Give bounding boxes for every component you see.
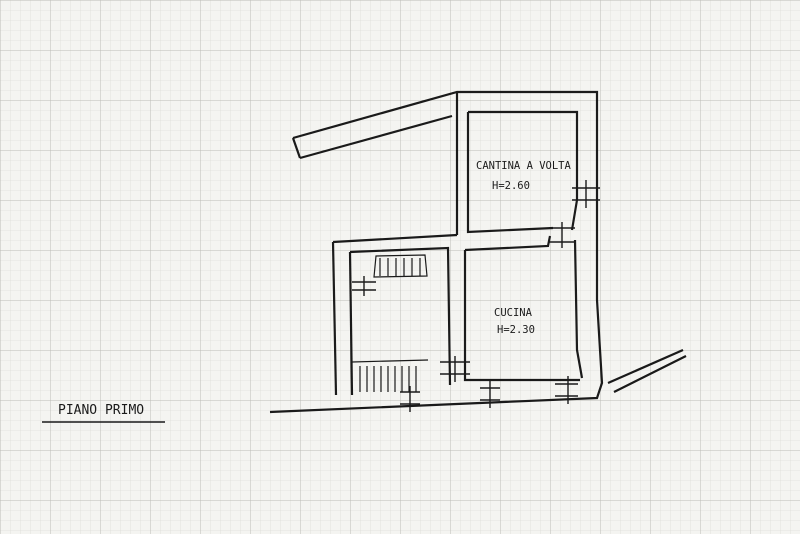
- openings: [352, 180, 600, 412]
- stair-west-wall-inner: [348, 251, 354, 396]
- door-cantina-cucina: [549, 222, 575, 248]
- opening-south-2: [480, 380, 500, 408]
- angled-wall-inner: [299, 114, 453, 160]
- stair-edge: [351, 359, 429, 363]
- room-name-cantina: CANTINA A VOLTA: [476, 160, 572, 172]
- stair-north-wall: [332, 233, 458, 244]
- upper-stair-block: [373, 254, 428, 278]
- cantina-east-jamb: [570, 199, 579, 231]
- exterior-line-2: [613, 355, 687, 393]
- cantina-wall-inner: [466, 112, 554, 234]
- cucina-wall-inner: [463, 250, 580, 382]
- door-cucina-west: [440, 356, 470, 382]
- floor-label: PIANO PRIMO: [58, 403, 144, 418]
- room-height-cantina: H=2.60: [492, 180, 530, 192]
- cantina-wall-outer: [468, 110, 579, 200]
- stair-treads-lower: [359, 366, 417, 392]
- stair-west-wall-outer: [331, 241, 338, 396]
- building-walls: [269, 90, 687, 414]
- opening-south-1: [400, 386, 420, 412]
- exterior-line-1: [607, 348, 684, 385]
- room-height-cucina: H=2.30: [497, 324, 535, 336]
- opening-south-3: [555, 376, 578, 404]
- stairs: [351, 254, 429, 392]
- angled-wall-end: [291, 137, 302, 159]
- cucina-north-wall: [464, 235, 552, 252]
- stair-treads-upper: [379, 258, 421, 276]
- stair-room-wall: [349, 246, 452, 386]
- room-name-cucina: CUCINA: [494, 307, 533, 319]
- window-cantina: [572, 180, 600, 208]
- door-stair: [352, 276, 376, 296]
- cucina-east-wall: [573, 239, 584, 379]
